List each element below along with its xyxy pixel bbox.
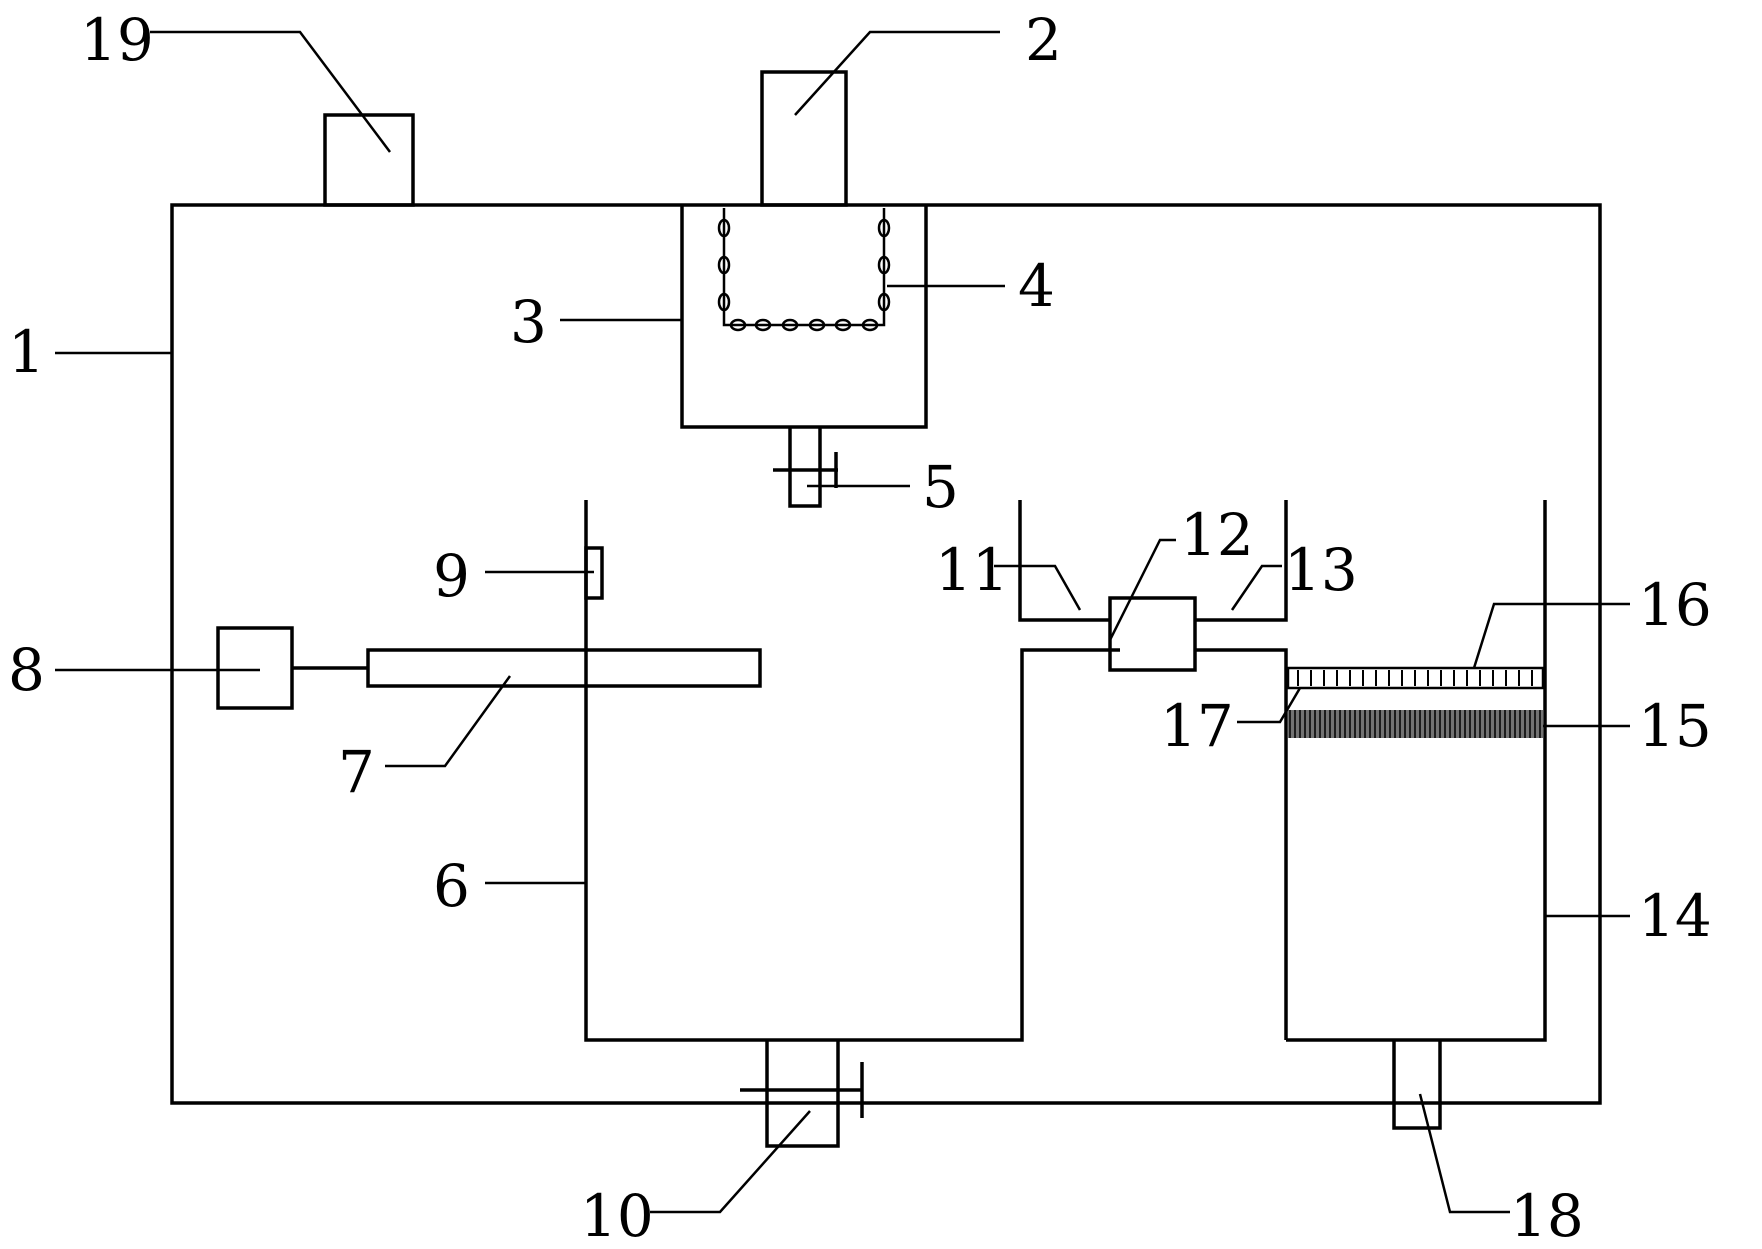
filter-tank <box>1286 500 1547 1042</box>
part-labels: 19 2 3 4 1 5 9 8 7 6 10 11 12 13 16 17 1… <box>8 6 1712 1249</box>
label-9: 9 <box>433 542 470 610</box>
right-connecting-pipe <box>1195 500 1288 622</box>
label-12: 12 <box>1180 501 1254 569</box>
label-14: 14 <box>1638 882 1712 950</box>
label-18: 18 <box>1510 1182 1584 1249</box>
top-port <box>323 113 415 207</box>
motor <box>216 626 294 710</box>
label-7: 7 <box>338 738 375 806</box>
label-5: 5 <box>922 453 959 521</box>
label-4: 4 <box>1018 252 1055 320</box>
pump <box>1108 596 1197 672</box>
filtered-outlet-pipe <box>1392 1040 1442 1130</box>
left-connecting-pipe <box>1018 500 1110 622</box>
leader-lines <box>55 30 1630 1214</box>
hopper-box <box>680 205 928 429</box>
label-2: 2 <box>1025 6 1062 74</box>
inlet-pipe <box>760 70 848 207</box>
label-1: 1 <box>8 318 45 386</box>
label-15: 15 <box>1638 692 1712 760</box>
label-13: 13 <box>1284 536 1358 604</box>
chain-basket <box>717 208 891 332</box>
pump-outlet-pipe <box>1195 648 1288 1040</box>
label-3: 3 <box>510 288 547 356</box>
filter-layer <box>1288 710 1543 738</box>
label-17: 17 <box>1160 692 1234 760</box>
drain-valve <box>740 1040 864 1148</box>
main-housing <box>170 203 1602 1105</box>
label-10: 10 <box>580 1182 654 1249</box>
spray-plate <box>1286 666 1545 690</box>
label-16: 16 <box>1638 571 1712 639</box>
label-6: 6 <box>433 852 470 920</box>
stirring-shaft <box>366 648 762 688</box>
hopper-outlet-valve <box>773 427 838 508</box>
label-19: 19 <box>80 6 154 74</box>
label-8: 8 <box>8 636 45 704</box>
mixing-tank <box>584 500 1120 1042</box>
label-11: 11 <box>935 536 1009 604</box>
